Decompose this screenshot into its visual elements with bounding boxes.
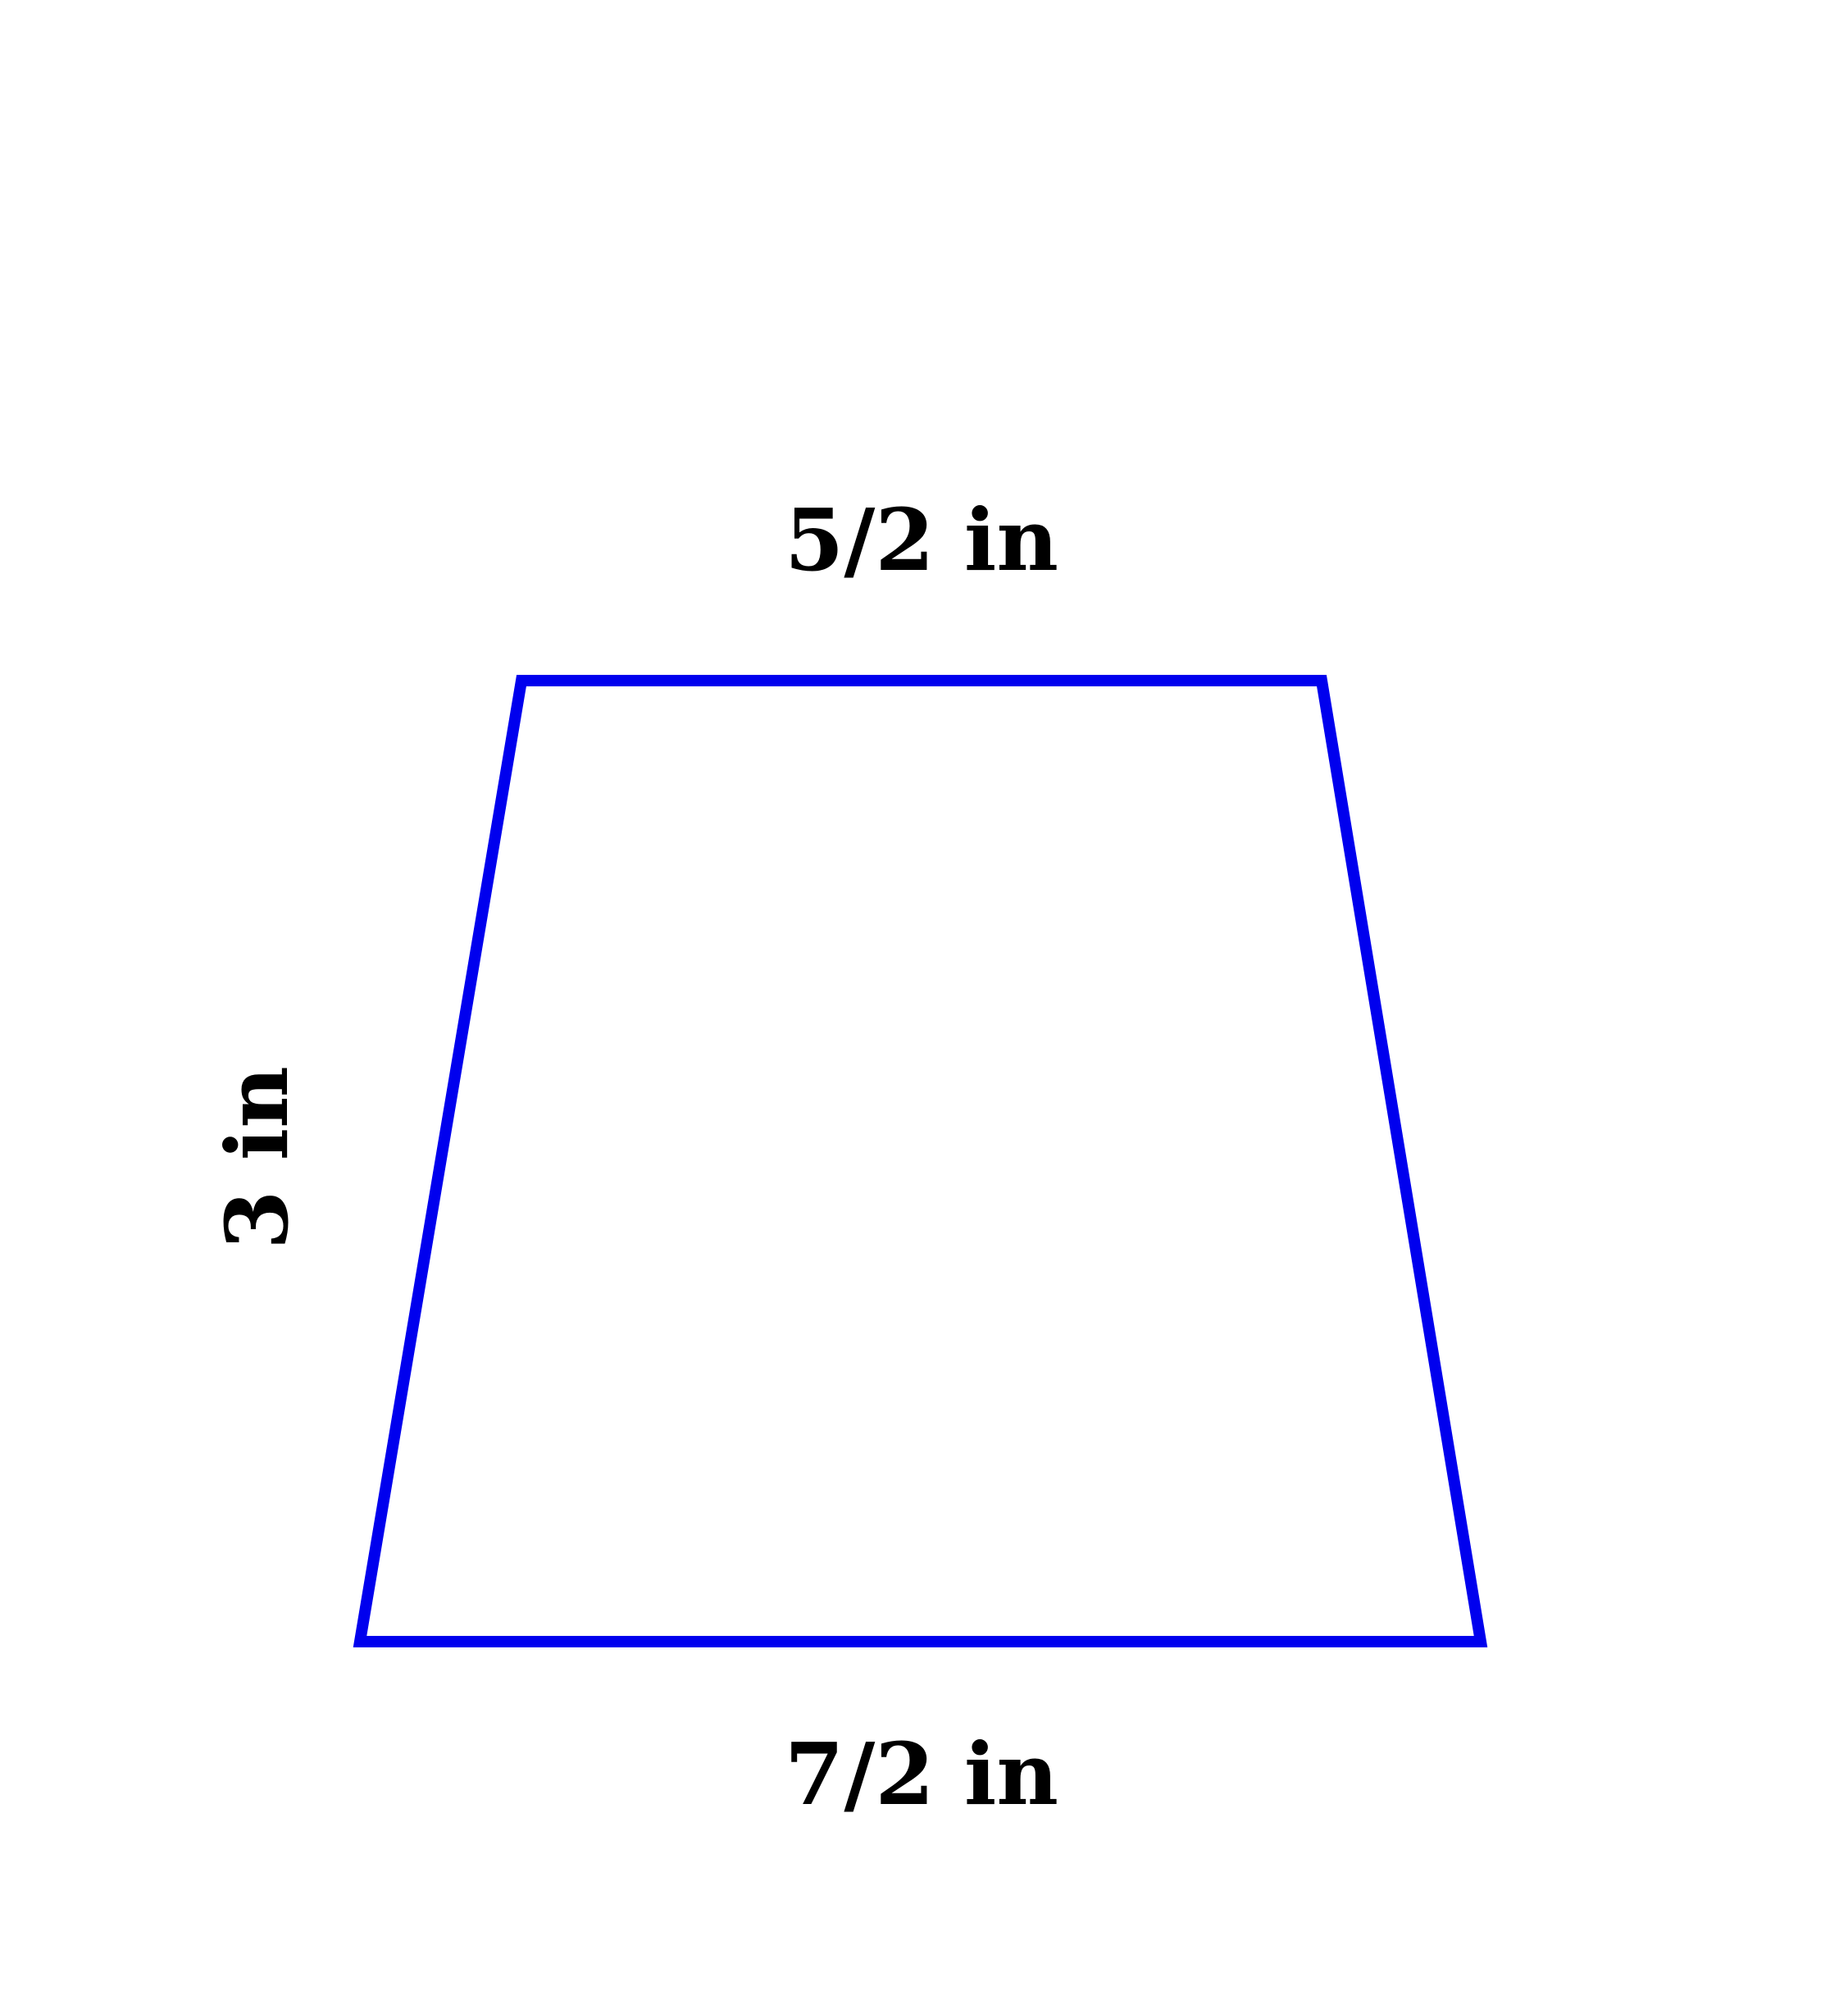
height-label: 3 in <box>207 1066 307 1250</box>
top-base-label: 5/2 in <box>785 490 1058 590</box>
trapezoid-shape <box>353 675 1488 1647</box>
bottom-base-label: 7/2 in <box>785 1724 1058 1824</box>
